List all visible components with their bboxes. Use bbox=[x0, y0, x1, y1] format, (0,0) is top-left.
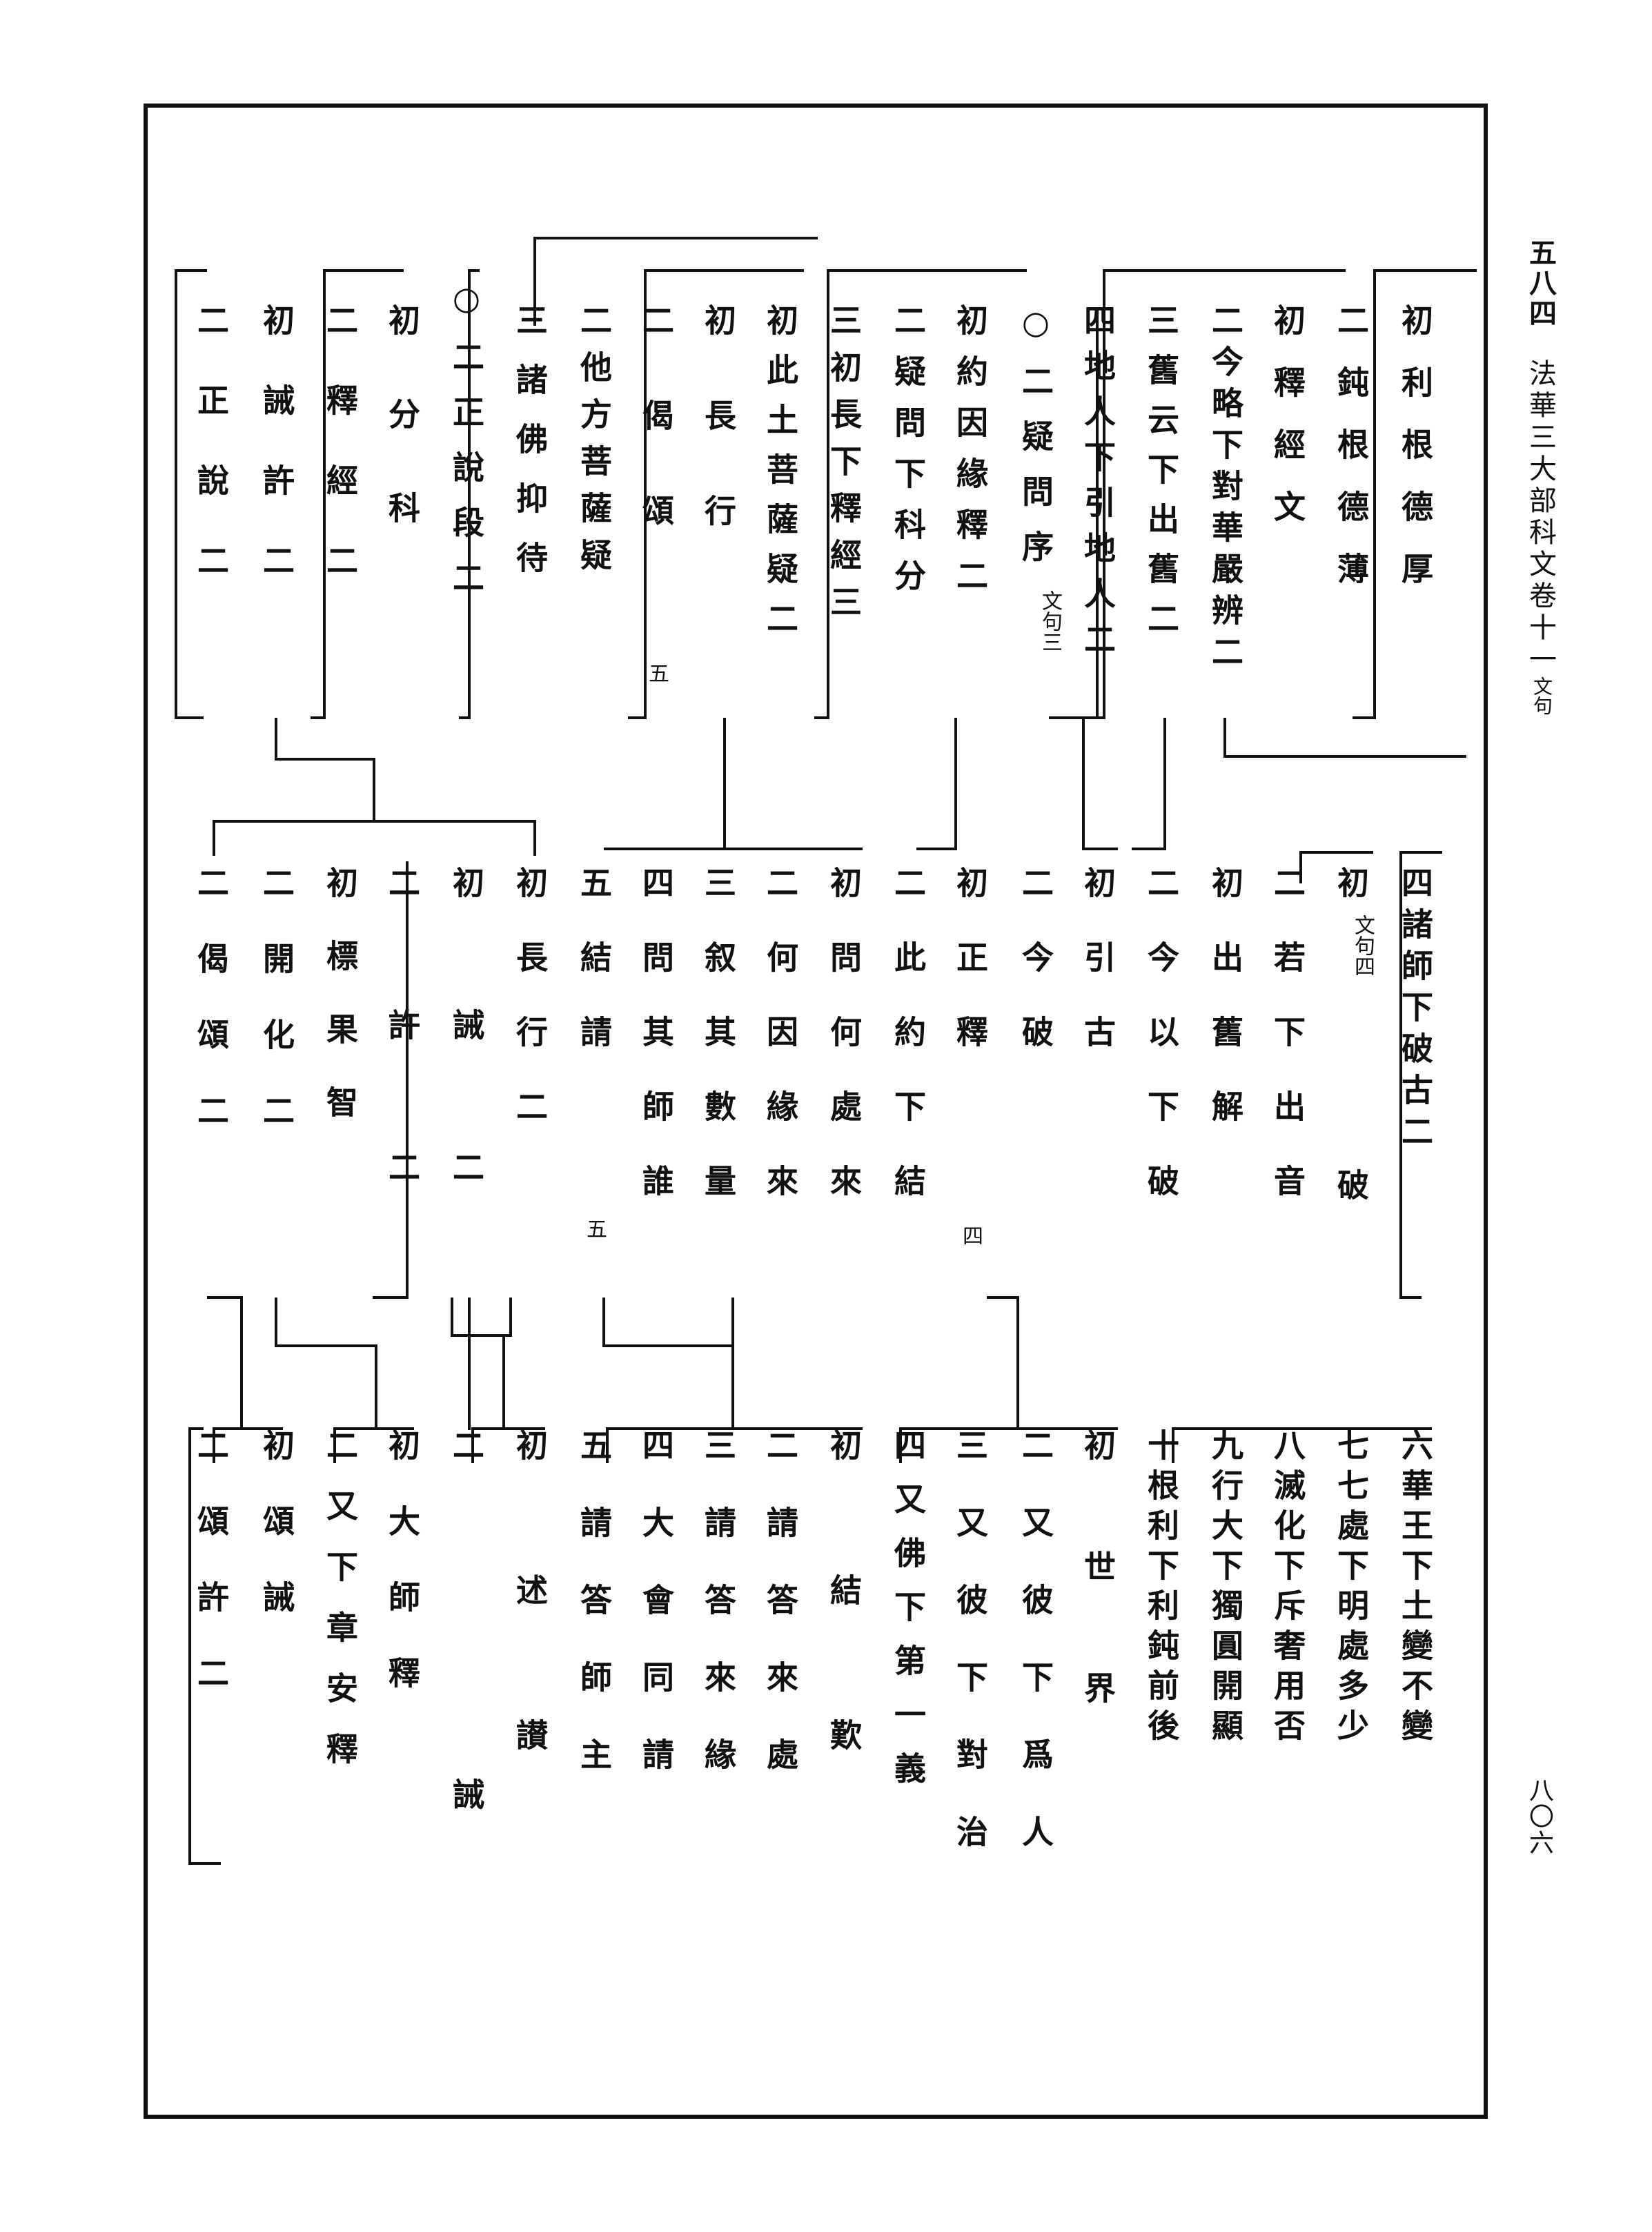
bracket-line bbox=[1049, 307, 1099, 719]
bracket-line bbox=[188, 1427, 221, 1865]
page-border bbox=[144, 104, 1488, 2119]
footer-number: 八〇六 bbox=[1525, 1777, 1553, 1856]
bracket-line bbox=[333, 1427, 414, 1463]
running-title: 法華三大部科文卷十一 bbox=[1524, 359, 1556, 676]
bracket-line bbox=[604, 718, 863, 850]
bracket-line bbox=[207, 1296, 243, 1430]
bracket-line bbox=[374, 820, 536, 856]
bracket-line bbox=[275, 1298, 377, 1430]
bracket-line bbox=[502, 1334, 511, 1430]
bracket-line bbox=[1353, 269, 1477, 719]
bracket-line bbox=[1082, 718, 1118, 850]
bracket-line bbox=[373, 861, 409, 1299]
bracket-line bbox=[213, 718, 375, 856]
bracket-line bbox=[311, 269, 404, 719]
bracket-line bbox=[628, 269, 804, 719]
bracket-line bbox=[916, 718, 957, 850]
bracket-line bbox=[1399, 851, 1442, 1299]
bracket-line bbox=[1087, 269, 1346, 719]
bracket-line bbox=[1299, 851, 1373, 883]
bracket-line bbox=[213, 1427, 283, 1463]
bracket-line bbox=[175, 269, 207, 719]
bracket-line bbox=[1223, 718, 1466, 758]
bracket-line bbox=[602, 1298, 733, 1347]
bracket-line bbox=[814, 269, 1027, 719]
page-number: 五八四 bbox=[1524, 238, 1557, 329]
bracket-line bbox=[459, 269, 480, 719]
bracket-line bbox=[1132, 718, 1166, 850]
bracket-line bbox=[899, 1427, 1118, 1463]
bracket-line bbox=[451, 1298, 512, 1337]
bracket-line bbox=[471, 1427, 545, 1463]
running-title-note: 文句 bbox=[1531, 676, 1553, 715]
bracket-line bbox=[533, 237, 818, 326]
bracket-line bbox=[606, 1427, 863, 1463]
bracket-line bbox=[1172, 1427, 1432, 1463]
bracket-line bbox=[987, 1296, 1019, 1429]
